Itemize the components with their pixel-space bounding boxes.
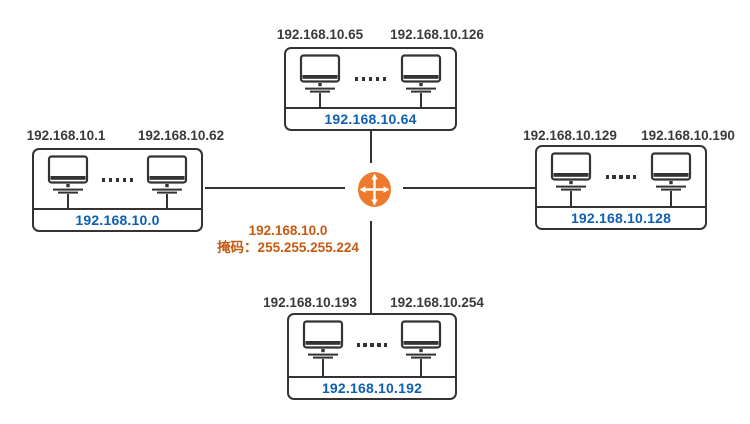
computer-icon [650,152,692,191]
network-label: 192.168.10.0 [34,208,201,230]
host-computer [650,152,692,206]
ellipsis-dots-icon [356,343,388,376]
network-label: 192.168.10.128 [537,206,705,228]
host-ip-label: 192.168.10.126 [390,27,484,42]
subnet-hosts [289,315,455,376]
ellipsis-dots-icon [102,178,133,208]
computer-icon [400,54,442,93]
host-computer [400,54,442,107]
host-computer [302,320,344,376]
computer-icon [550,152,592,191]
connector-line [321,359,325,376]
host-computer [146,155,188,208]
host-ip-label: 192.168.10.1 [26,128,106,143]
host-ip-label: 192.168.10.129 [523,128,617,143]
host-computer [550,152,592,206]
link-bottom-subnet [370,221,373,313]
ellipsis-dots-icon [355,77,386,107]
host-computer [299,54,341,107]
host-ip-label: 192.168.10.65 [276,27,364,42]
subnet-box-top: 192.168.10.64 [284,47,457,131]
host-ip-label: 192.168.10.62 [137,128,225,143]
host-ip-label: 192.168.10.193 [263,295,357,310]
ellipsis-dots-icon [605,175,637,206]
host-computer [400,320,442,376]
subnet-box-right: 192.168.10.128 [535,145,707,230]
connector-line [66,194,70,208]
computer-icon [400,320,442,359]
computer-icon [302,320,344,359]
connector-line [419,359,423,376]
computer-icon [47,155,89,194]
connector-line [419,93,423,107]
link-right-subnet [403,187,535,190]
host-ip-label: 192.168.10.254 [390,295,484,310]
subnet-box-bottom: 192.168.10.192 [287,313,457,400]
network-label: 192.168.10.192 [289,376,455,398]
subnet-mask-label: 掩码：255.255.255.224 [217,239,359,255]
network-address-label: 192.168.10.0 [248,223,328,238]
link-top-subnet [370,131,373,163]
link-left-subnet [205,187,345,190]
host-ip-label: 192.168.10.190 [641,128,735,143]
host-computer [47,155,89,208]
subnet-hosts [34,150,201,208]
connector-line [669,191,673,206]
connector-line [165,194,169,208]
subnet-box-left: 192.168.10.0 [32,148,203,232]
network-label: 192.168.10.64 [286,107,455,129]
connector-line [318,93,322,107]
connector-line [569,191,573,206]
router-arrows-icon [358,172,391,207]
network-summary: 192.168.10.0 掩码：255.255.255.224 [208,223,368,256]
computer-icon [299,54,341,93]
subnet-hosts [537,147,705,206]
computer-icon [146,155,188,194]
subnet-hosts [286,49,455,107]
